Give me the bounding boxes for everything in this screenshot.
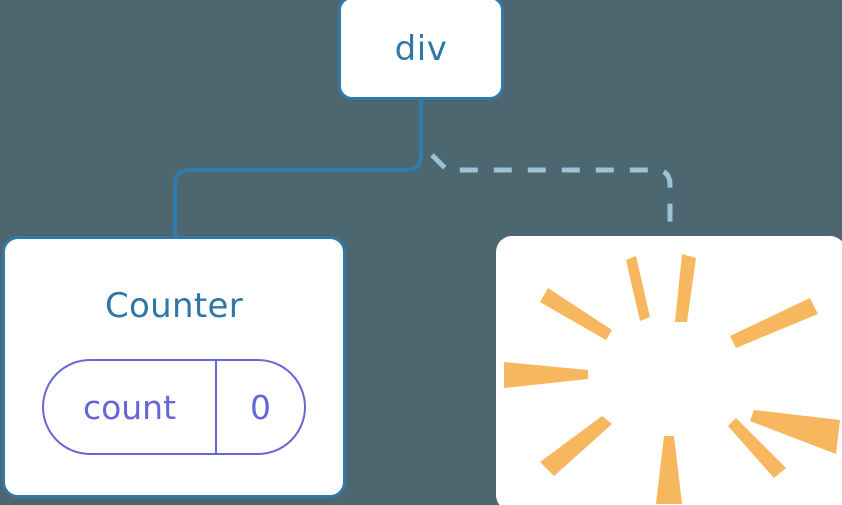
connector-div-to-sparkle bbox=[430, 153, 673, 238]
state-pill-value-cell: 0 bbox=[217, 361, 304, 453]
state-pill-key: count bbox=[82, 387, 177, 427]
sparkle-burst-icon bbox=[504, 254, 840, 504]
sparkle-ray-5 bbox=[504, 362, 588, 388]
counter-node-label: Counter bbox=[105, 286, 243, 326]
sparkle-node[interactable] bbox=[496, 236, 842, 505]
state-pill-key-cell: count bbox=[44, 361, 217, 453]
connector-div-to-counter bbox=[173, 96, 423, 240]
div-node-label: div bbox=[394, 29, 448, 69]
div-node[interactable]: div bbox=[338, 0, 504, 100]
sparkle-ray-2 bbox=[626, 256, 650, 321]
sparkle-ray-3 bbox=[540, 288, 612, 340]
state-pill-value: 0 bbox=[250, 387, 271, 427]
sparkle-ray-9 bbox=[656, 436, 682, 504]
sparkle-ray-4 bbox=[730, 298, 818, 348]
sparkle-ray-8 bbox=[728, 418, 786, 478]
sparkle-ray-6 bbox=[750, 410, 840, 454]
state-pill-count[interactable]: count 0 bbox=[42, 359, 306, 455]
sparkle-ray-7 bbox=[540, 416, 612, 476]
sparkle-ray-1 bbox=[675, 254, 696, 322]
counter-node[interactable]: Counter count 0 bbox=[2, 236, 346, 498]
